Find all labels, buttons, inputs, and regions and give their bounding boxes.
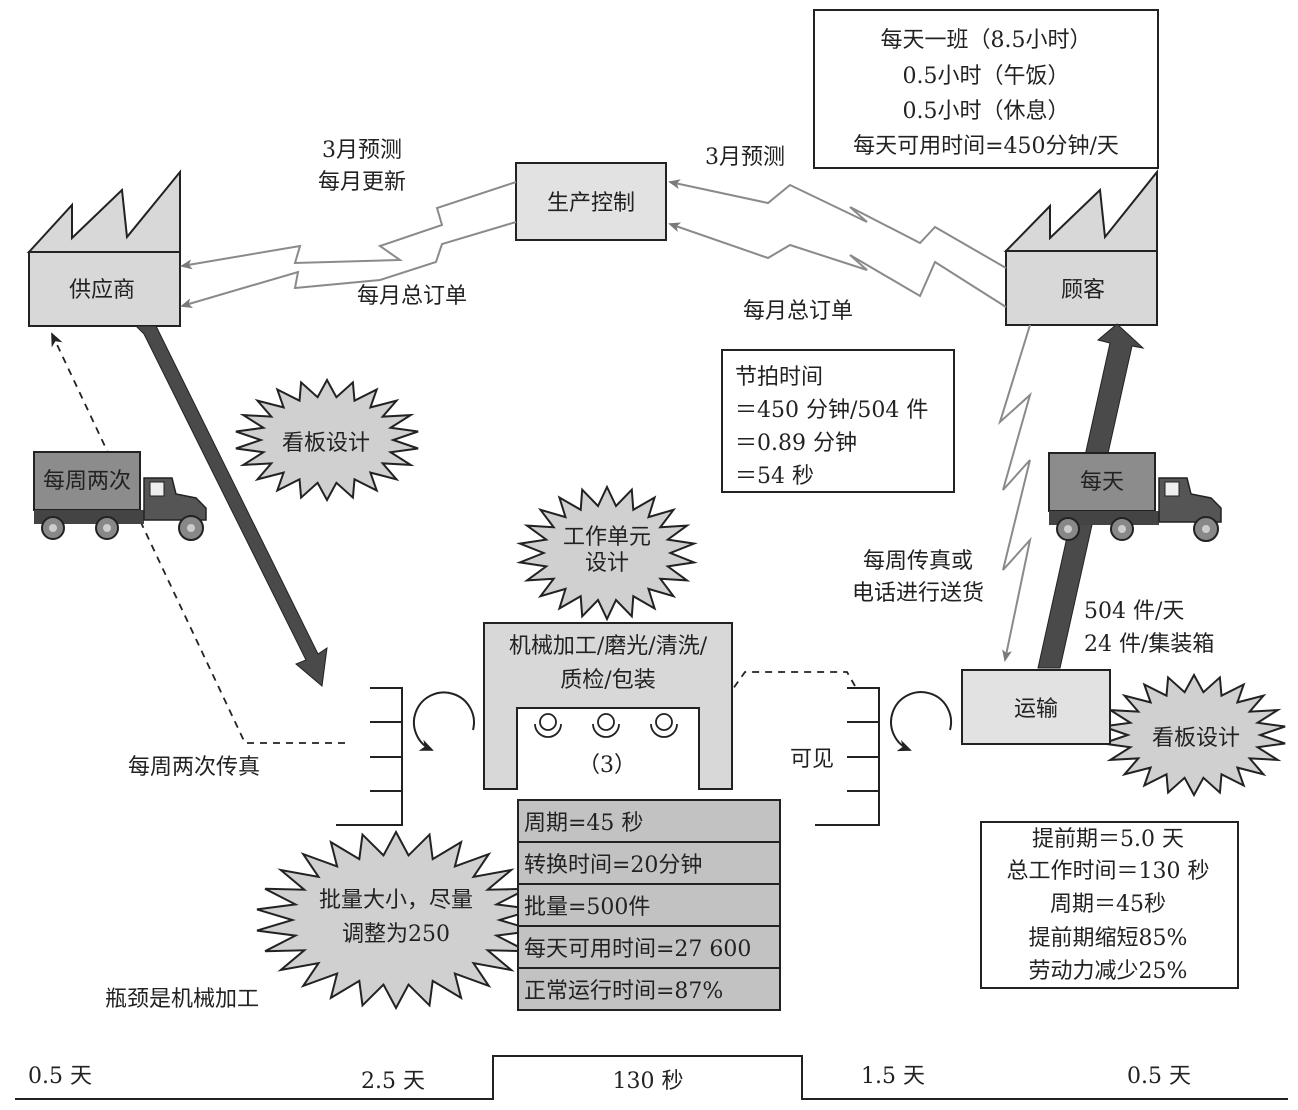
takt-line: ＝0.89 分钟 (735, 431, 857, 456)
data-row: 批量=500件 (524, 895, 650, 920)
takt-line: ＝54 秒 (735, 464, 814, 489)
timeline-segment: 0.5 天 (1127, 1064, 1191, 1089)
burst-label: 批量大小，尽量 (319, 888, 473, 913)
kanban-dashed-line (703, 671, 856, 730)
burst-label: 看板设计 (1152, 726, 1240, 751)
data-row: 转换时间=20分钟 (524, 853, 702, 878)
weekly-fax-label: 电话进行送货 (852, 581, 984, 606)
withdrawal-circular-arrow (890, 691, 953, 752)
takt-line: ＝450 分钟/504 件 (735, 398, 928, 423)
supermarket-left (336, 687, 403, 826)
truck-label: 每天 (1080, 470, 1124, 495)
kaizen-burst-shipping-kanban: 看板设计 (1102, 672, 1286, 798)
supermarket-right (815, 687, 880, 826)
summary-line: 提前期＝5.0 天 (1032, 827, 1184, 852)
electronic-info-arrow (180, 221, 517, 308)
data-row: 正常运行时间=87% (524, 979, 723, 1004)
operator-count: （3） (578, 753, 636, 778)
supplier-truck: 每周两次 (33, 451, 207, 541)
forecast-label: 3月预测 (322, 138, 402, 163)
summary-line: 总工作时间＝130 秒 (1007, 859, 1210, 884)
electronic-info-arrow (997, 324, 1032, 662)
kaizen-burst-supplier-kanban: 看板设计 (235, 377, 419, 503)
kaizen-burst-icon (1102, 672, 1286, 798)
operator-icon (534, 713, 562, 738)
summary-line: 提前期缩短85% (1029, 926, 1188, 951)
operator-icon (650, 713, 678, 738)
burst-label: 调整为250 (342, 922, 450, 947)
customer-truck: 每天 (1048, 452, 1222, 542)
update-label: 每月更新 (318, 170, 406, 195)
info-line: 每天一班（8.5小时） (881, 28, 1092, 53)
burst-label: 看板设计 (282, 431, 370, 456)
customer-info-box: 每天一班（8.5小时） 0.5小时（午饭） 0.5小时（休息） 每天可用时间=4… (813, 9, 1159, 169)
summary-line: 周期＝45秒 (1050, 892, 1166, 917)
forecast-label: 3月预测 (705, 145, 785, 170)
timeline-segment: 0.5 天 (28, 1064, 92, 1089)
shipment-qty-label: 504 件/天 (1084, 599, 1184, 624)
process-cell: 机械加工/磨光/清洗/ 质检/包装 （3） (483, 622, 733, 790)
customer-factory: 顾客 (1003, 169, 1158, 326)
electronic-info-arrow (668, 179, 1007, 269)
operator-icon (592, 713, 620, 738)
production-control-label: 生产控制 (547, 191, 635, 216)
monthly-order-label: 每月总订单 (357, 284, 467, 309)
production-control-box: 生产控制 (515, 162, 667, 241)
summary-box: 提前期＝5.0 天 总工作时间＝130 秒 周期＝45秒 提前期缩短85% 劳动… (980, 821, 1239, 989)
kaizen-burst-icon (235, 377, 419, 503)
shipping-label: 运输 (1014, 697, 1058, 722)
kaizen-burst-icon (256, 829, 536, 1011)
electronic-info-arrow (180, 181, 517, 270)
data-row: 周期=45 秒 (524, 811, 643, 836)
container-qty-label: 24 件/集装箱 (1084, 632, 1214, 657)
electronic-info-arrow (668, 222, 1007, 308)
bottleneck-note: 瓶颈是机械加工 (105, 987, 259, 1012)
kaizen-burst-batch-size: 批量大小，尽量 调整为250 (256, 829, 536, 1011)
visible-label: 可见 (790, 747, 834, 772)
shipping-box: 运输 (961, 669, 1111, 745)
operator-icons (534, 713, 678, 738)
takt-time-box: 节拍时间 ＝450 分钟/504 件 ＝0.89 分钟 ＝54 秒 (721, 349, 955, 493)
burst-label: 设计 (585, 551, 629, 576)
timeline: 0.5 天 2.5 天 130 秒 1.5 天 0.5 天 (15, 1055, 1288, 1100)
supplier-factory: 供应商 (26, 169, 181, 327)
takt-line: 节拍时间 (735, 365, 823, 390)
timeline-segment: 1.5 天 (861, 1064, 925, 1089)
info-line: 0.5小时（午饭） (903, 64, 1070, 89)
summary-line: 劳动力减少25% (1029, 959, 1188, 984)
process-title: 质检/包装 (560, 668, 655, 693)
process-data-box: 周期=45 秒 转换时间=20分钟 批量=500件 每天可用时间=27 600 … (517, 799, 781, 1011)
weekly-fax-label: 每周传真或 (863, 549, 973, 574)
truck-label: 每周两次 (43, 469, 131, 494)
kaizen-burst-icon (516, 484, 698, 622)
timeline-segment: 2.5 天 (361, 1069, 425, 1094)
kaizen-burst-work-cell: 工作单元 设计 (516, 484, 698, 622)
push-arrow (134, 325, 328, 687)
timeline-segment: 130 秒 (613, 1069, 684, 1094)
info-line: 每天可用时间=450分钟/天 (853, 134, 1119, 159)
factory-icon (26, 169, 181, 253)
data-row: 每天可用时间=27 600 (524, 937, 751, 962)
process-title: 机械加工/磨光/清洗/ (509, 634, 708, 659)
customer-label: 顾客 (1061, 278, 1105, 303)
withdrawal-circular-arrow (413, 691, 475, 751)
info-line: 0.5小时（休息） (903, 99, 1070, 124)
burst-label: 工作单元 (563, 525, 651, 550)
supplier-fax-label: 每周两次传真 (128, 755, 260, 780)
factory-icon (1003, 169, 1158, 252)
monthly-order-label: 每月总订单 (743, 299, 853, 324)
supplier-label: 供应商 (69, 278, 135, 303)
